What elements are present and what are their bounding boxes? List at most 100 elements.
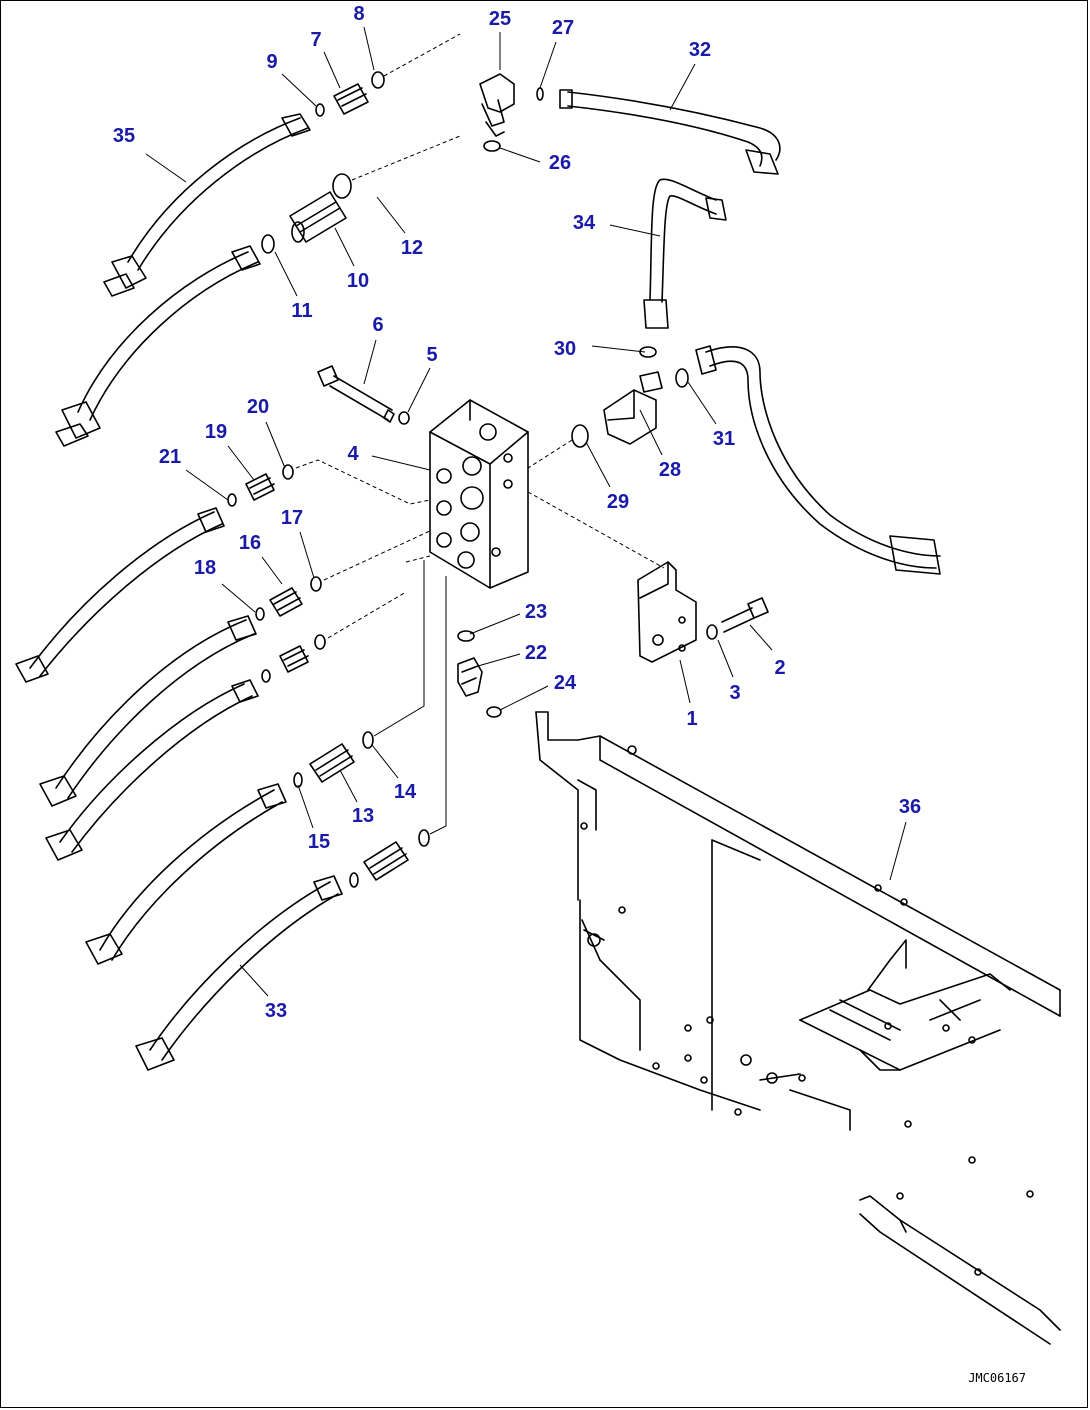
leader-line-3: [717, 639, 734, 678]
oring-26: [483, 140, 501, 152]
part-label-34: 34: [573, 212, 596, 234]
oring-14-lower: [418, 829, 430, 847]
hose-left-4: [85, 783, 287, 965]
oring-15-lower: [349, 872, 359, 888]
leader-line-4: [371, 455, 431, 471]
frame-36: [535, 711, 1061, 1345]
fitting-16: [269, 587, 303, 617]
leader-line-5: [407, 367, 431, 413]
part-label-31: 31: [713, 428, 735, 450]
oring-21-lower: [261, 669, 271, 683]
leader-line-19: [227, 445, 255, 481]
leader-line-12: [376, 196, 406, 234]
leader-line-35: [145, 153, 187, 183]
part-label-29: 29: [607, 491, 629, 513]
hose-left-2: [39, 615, 257, 807]
part-label-27: 27: [552, 17, 574, 39]
leader-line-13: [339, 769, 358, 803]
bolt-6: [317, 365, 395, 423]
leader-line-17: [299, 531, 315, 579]
part-label-15: 15: [308, 831, 330, 853]
oring-30: [639, 346, 657, 358]
oring-24: [486, 706, 502, 718]
leader-line-20: [265, 421, 286, 469]
oring-18: [255, 607, 265, 621]
leader-lines: [145, 26, 907, 997]
oring-27: [536, 87, 544, 101]
oring-8: [371, 71, 385, 89]
part-label-3: 3: [729, 682, 740, 704]
leader-line-32: [669, 63, 696, 111]
part-labels: 1234567891011121314151617181920212223242…: [113, 3, 921, 1022]
check-valve-13-upper: [309, 743, 355, 783]
leader-line-23: [469, 613, 521, 635]
part-label-2: 2: [774, 657, 785, 679]
part-label-16: 16: [239, 532, 261, 554]
fitting-19-lower: [279, 645, 309, 673]
part-label-26: 26: [549, 152, 571, 174]
oring-12: [332, 173, 352, 199]
oring-23: [457, 630, 475, 642]
fitting-28: [603, 371, 663, 445]
part-label-12: 12: [401, 237, 423, 259]
leader-line-16: [261, 556, 283, 585]
drawing-code: JMC06167: [968, 1371, 1026, 1385]
part-label-10: 10: [347, 270, 369, 292]
bracket-1: [637, 561, 697, 663]
hose-34: [643, 178, 727, 329]
hose-35: [103, 113, 311, 297]
leader-line-15: [297, 784, 314, 829]
part-label-6: 6: [372, 314, 383, 336]
part-label-36: 36: [899, 796, 921, 818]
part-label-11: 11: [291, 300, 312, 322]
part-label-23: 23: [525, 601, 547, 623]
part-label-4: 4: [347, 443, 359, 465]
hose-32: [559, 89, 781, 175]
fitting-19-upper: [245, 473, 275, 501]
hose-left-3: [45, 679, 259, 861]
part-label-8: 8: [353, 3, 364, 25]
leader-line-33: [239, 964, 269, 997]
leader-line-24: [499, 685, 549, 711]
oring-20-lower: [314, 634, 326, 650]
leader-line-29: [585, 441, 611, 488]
leader-line-9: [281, 73, 317, 107]
part-label-30: 30: [554, 338, 576, 360]
leader-line-2: [749, 624, 773, 651]
leader-line-22: [477, 653, 521, 667]
leader-line-27: [539, 41, 557, 89]
elbow-25: [479, 73, 515, 137]
oring-15-upper: [293, 772, 303, 788]
leader-line-14: [371, 744, 399, 779]
washer-3: [706, 624, 718, 640]
part-label-1: 1: [686, 708, 697, 730]
leader-line-31: [687, 381, 717, 425]
part-label-14: 14: [394, 781, 417, 803]
oring-20-upper: [282, 464, 294, 480]
hose-left-1: [15, 507, 225, 683]
check-valve-10: [289, 191, 347, 243]
hose-33: [135, 875, 343, 1071]
check-valve-13-lower: [363, 841, 409, 881]
part-label-28: 28: [659, 459, 681, 481]
part-label-20: 20: [247, 396, 269, 418]
part-label-25: 25: [489, 8, 511, 30]
part-label-18: 18: [194, 557, 216, 579]
part-label-13: 13: [352, 805, 374, 827]
oring-14-upper: [362, 731, 374, 749]
oring-9: [315, 103, 325, 117]
hose-right-long: [695, 345, 941, 575]
valve-block-4: [429, 399, 529, 589]
part-label-17: 17: [281, 507, 303, 529]
leader-line-8: [363, 26, 375, 71]
oring-11: [261, 234, 275, 254]
leader-line-21: [185, 469, 229, 501]
leader-line-11: [274, 251, 298, 297]
elbow-22: [457, 657, 483, 697]
oring-17: [310, 576, 322, 592]
part-label-33: 33: [265, 1000, 287, 1022]
leader-line-30: [591, 345, 646, 353]
leader-line-1: [679, 659, 691, 704]
oring-21-upper: [227, 493, 237, 507]
